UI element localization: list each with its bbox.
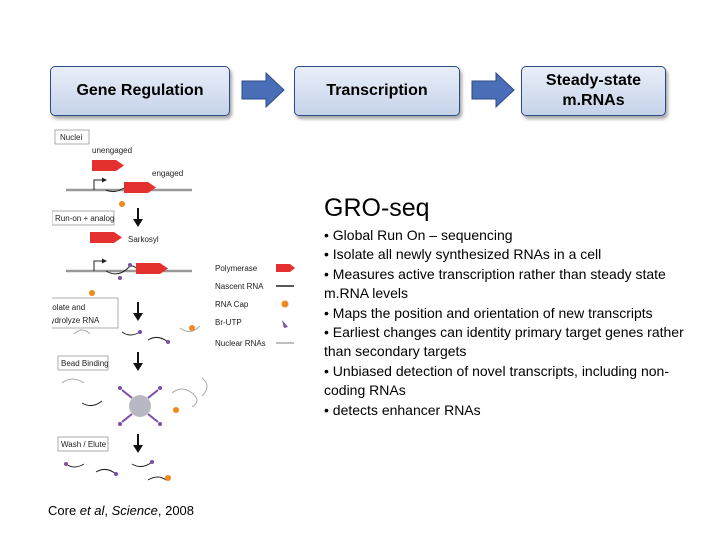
flow-label-transcription: Transcription bbox=[326, 82, 428, 99]
wash-elute-step-box bbox=[57, 436, 109, 452]
bead-icon bbox=[129, 395, 151, 417]
nuclei-step-box bbox=[54, 129, 90, 145]
rna-cap-icon bbox=[119, 201, 125, 207]
bullet-list: • Global Run On – sequencing • Isolate a… bbox=[324, 226, 704, 420]
polymerase-engaged-shape bbox=[124, 182, 148, 193]
legend-br-utp-icon bbox=[282, 320, 288, 328]
legend-nascent-rna-label: Nascent RNA bbox=[215, 282, 264, 291]
bullet-item: • Maps the position and orientation of n… bbox=[324, 304, 653, 321]
page-title: GRO-seq bbox=[324, 194, 430, 222]
polymerase-unengaged-shape bbox=[92, 160, 116, 171]
bullet-item: • Unbiased detection of novel transcript… bbox=[324, 362, 669, 399]
polymerase-unengaged-tip bbox=[116, 160, 124, 171]
unengaged-label: unengaged bbox=[92, 146, 132, 155]
flow-arrow-2-icon bbox=[471, 71, 515, 109]
citation-authors: Core bbox=[48, 503, 80, 518]
run-on-step-box bbox=[52, 210, 115, 226]
legend-br-utp-label: Br-UTP bbox=[215, 318, 242, 327]
legend-rna-cap-icon bbox=[281, 300, 289, 308]
isolate-label-1: Isolate and bbox=[52, 303, 85, 312]
flow-label-steady-state: Steady-state m.RNAs bbox=[545, 72, 642, 109]
citation: Core et al, Science, 2008 bbox=[48, 503, 194, 518]
flow-box-transcription: Transcription bbox=[294, 66, 460, 116]
citation-journal: Science bbox=[111, 503, 158, 518]
bullet-item: • Isolate all newly synthesized RNAs in … bbox=[324, 246, 602, 263]
wash-elute-label: Wash / Elute bbox=[61, 440, 107, 449]
run-on-label: Run-on + analog bbox=[55, 214, 114, 223]
bead-binding-label: Bead Binding bbox=[61, 359, 109, 368]
flow-arrow-1-icon bbox=[241, 71, 285, 109]
gro-seq-schematic: Nuclei unengaged engaged Run-on + analog… bbox=[52, 129, 295, 481]
citation-sep: , bbox=[104, 503, 112, 518]
sarkosyl-label: Sarkosyl bbox=[128, 235, 159, 244]
legend-polymerase-label: Polymerase bbox=[215, 264, 258, 273]
isolate-step-box bbox=[52, 297, 119, 329]
polymerase-runon-shape bbox=[136, 263, 160, 274]
flow-box-gene-regulation: Gene Regulation bbox=[50, 66, 230, 116]
bullet-item: • Earliest changes can identity primary … bbox=[324, 324, 684, 360]
citation-etal: et al bbox=[79, 503, 105, 518]
legend-polymerase-icon bbox=[276, 264, 290, 272]
engaged-label: engaged bbox=[152, 169, 183, 178]
polymerase-sarkosyl-shape bbox=[90, 232, 114, 243]
flow-box-steady-state: Steady-state m.RNAs bbox=[521, 66, 666, 116]
bullet-item: • Global Run On – sequencing bbox=[324, 227, 513, 243]
legend-nuclear-rna-label: Nuclear RNAs bbox=[215, 339, 266, 348]
bead-binding-step-box bbox=[57, 355, 109, 371]
flow-label-gene-regulation: Gene Regulation bbox=[76, 82, 204, 99]
isolate-label-2: hydrolyze RNA bbox=[52, 316, 100, 325]
bullet-item: • Measures active transcription rather t… bbox=[324, 265, 666, 302]
legend-rna-cap-label: RNA Cap bbox=[215, 300, 249, 309]
citation-year: , 2008 bbox=[157, 503, 195, 518]
bullet-item: • detects enhancer RNAs bbox=[324, 401, 481, 418]
promoter-arrow-icon bbox=[93, 179, 102, 190]
nuclei-label: Nuclei bbox=[60, 133, 82, 142]
